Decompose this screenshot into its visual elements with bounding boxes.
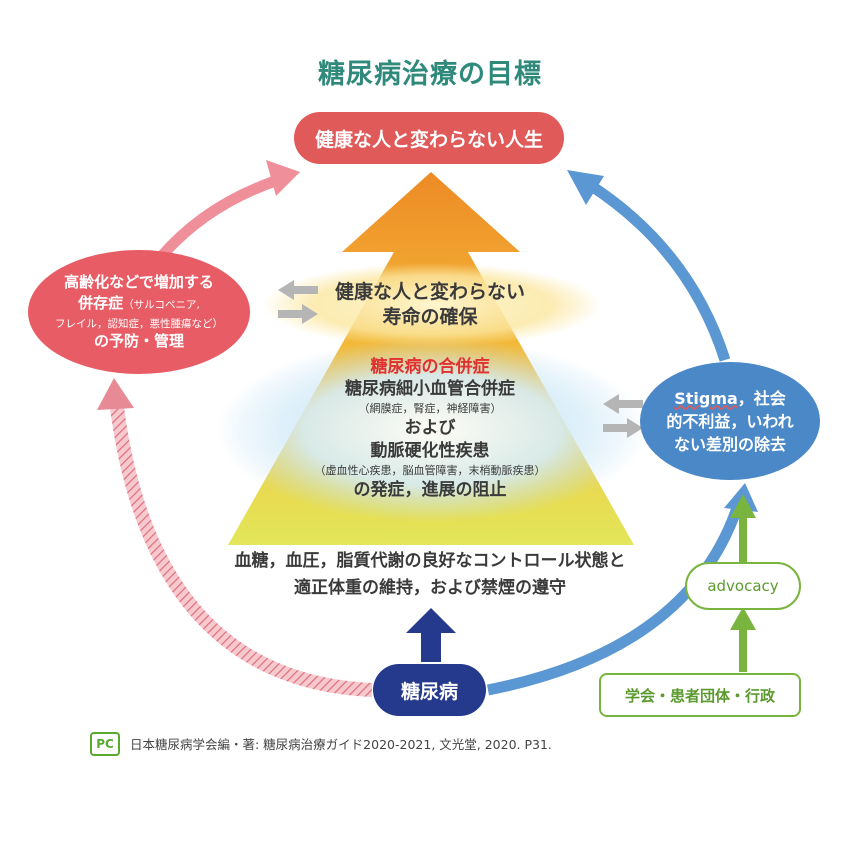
goal-label: 健康な人と変わらない人生 <box>314 128 543 151</box>
grey-arrow-left-2 <box>603 394 643 414</box>
stigma-line2: 的不利益，いわれ <box>666 411 794 431</box>
lifespan-line2: 寿命の確保 <box>382 306 478 328</box>
complications-line2: 動脈硬化性疾患 <box>370 441 490 461</box>
green-arrow-upper-head <box>730 494 756 518</box>
stigma-line1-rest: ，社会 <box>737 388 786 408</box>
complications-text: 糖尿病の合併症 糖尿病細小血管合併症 （網膜症，腎症，神経障害） および 動脈硬… <box>190 356 670 501</box>
stigma-line1-row: Stigma，社会 <box>674 387 786 410</box>
goal-pill: 健康な人と変わらない人生 <box>294 112 564 164</box>
advocacy-oval: advocacy <box>685 562 801 610</box>
organizations-label: 学会・患者団体・行政 <box>624 686 775 705</box>
arrow-diabetes-to-comorbidity <box>109 399 373 697</box>
grey-arrow-left-1 <box>278 280 318 300</box>
comorbidity-line4: の予防・管理 <box>93 332 184 350</box>
comorbidity-ellipse: 高齢化などで増加する 併存症（サルコペニア, フレイル，認知症，悪性腫瘍など） … <box>28 250 250 374</box>
complications-heading: 糖尿病の合併症 <box>370 357 490 377</box>
source-citation: 日本糖尿病学会編・著: 糖尿病治療ガイド2020-2021, 文光堂, 2020… <box>130 737 552 752</box>
organizations-box: 学会・患者団体・行政 <box>599 673 801 717</box>
complications-conj: および <box>404 418 456 438</box>
arrowhead-comorbidity-to-goal <box>266 160 300 196</box>
complications-line1-note: （網膜症，腎症，神経障害） <box>358 402 502 415</box>
stigma-line3: ない差別の除去 <box>673 434 786 454</box>
lifespan-line1: 健康な人と変わらない <box>334 281 525 303</box>
grey-arrow-right-2 <box>603 418 643 438</box>
stigma-word: Stigma <box>674 388 738 408</box>
grey-arrow-right-1 <box>278 304 318 324</box>
diagram-title: 糖尿病治療の目標 <box>318 59 542 90</box>
control-line1: 血糖，血圧，脂質代謝の良好なコントロール状態と <box>234 551 626 571</box>
diabetes-pill: 糖尿病 <box>373 664 486 716</box>
complications-line2-note: （虚血性心疾患，脳血管障害，末梢動脈疾患） <box>314 464 546 477</box>
complication-zone <box>217 338 647 522</box>
comorbidity-line1: 高齢化などで増加する <box>64 273 214 291</box>
complications-line3: の発症，進展の阻止 <box>353 480 507 500</box>
diabetes-label: 糖尿病 <box>400 680 458 703</box>
complications-line1: 糖尿病細小血管合併症 <box>345 379 515 399</box>
lifespan-text: 健康な人と変わらない 寿命の確保 <box>190 280 670 330</box>
control-text: 血糖，血圧，脂質代謝の良好なコントロール状態と 適正体重の維持，および禁煙の遵守 <box>170 548 690 602</box>
lifespan-zone <box>262 263 602 347</box>
pc-logo-icon: PC <box>90 732 120 756</box>
advocacy-label: advocacy <box>707 577 779 595</box>
comorbidity-line2: 併存症 <box>78 294 124 312</box>
arrowhead-diabetes-to-stigma <box>724 483 758 512</box>
arrow-comorbidity-to-goal <box>155 174 280 262</box>
comorbidity-line2-row: 併存症（サルコペニア, <box>78 293 200 316</box>
arrow-diabetes-to-stigma <box>486 503 744 696</box>
green-arrow-lower-shaft <box>739 628 747 672</box>
comorbidity-line3: フレイル，認知症，悪性腫瘍など） <box>55 318 223 330</box>
arrowhead-stigma-to-goal <box>567 170 604 205</box>
green-arrow-upper-shaft <box>739 515 747 563</box>
stigma-ellipse: Stigma，社会 的不利益，いわれ ない差別の除去 <box>640 362 820 480</box>
control-line2: 適正体重の維持，および禁煙の遵守 <box>294 578 566 598</box>
green-arrow-lower-head <box>730 607 756 630</box>
arrow-stigma-to-goal <box>587 180 731 362</box>
diabetes-up-arrow <box>406 608 456 662</box>
comorbidity-line2-note: （サルコペニア, <box>123 299 200 311</box>
arrowhead-diabetes-to-comorbidity <box>97 378 134 410</box>
